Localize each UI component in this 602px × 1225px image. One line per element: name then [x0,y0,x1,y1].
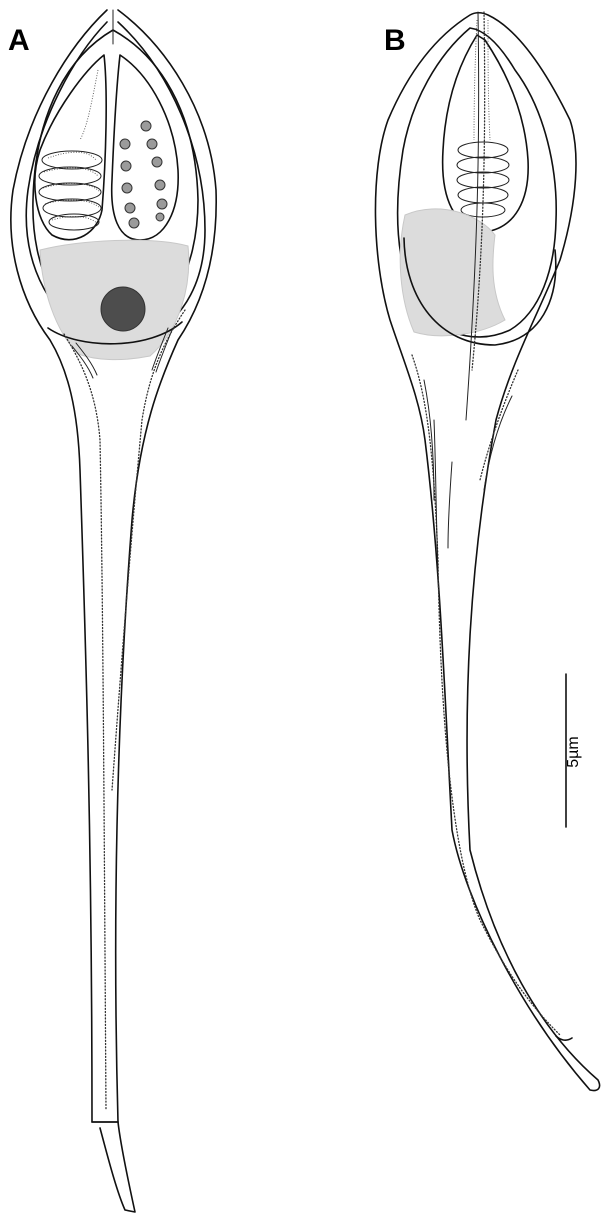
panel-a: A [8,10,216,1212]
granules-a [120,121,167,228]
scale-bar-label: 5µm [565,736,582,767]
spore-a-outline [11,10,216,1122]
coiled-filament-a [39,151,102,230]
sporoplasm-b [400,209,505,336]
spore-b-outline [375,13,599,1091]
panel-b-label: B [384,24,406,57]
tail-dotted-a-right [112,310,185,790]
tail-dotted-b-right [480,370,518,480]
tail-a-right-process [100,1122,135,1212]
polar-capsule-b [443,35,529,232]
iodinophilous-vacuole-a [101,287,145,331]
tail-dotted-a-left [64,334,106,1110]
panel-a-label: A [8,24,30,57]
tail-line-b-mid [448,462,452,548]
panel-b: B 5µm [375,12,599,1091]
coiled-filament-b [457,142,509,217]
scale-bar: 5µm [565,674,582,827]
